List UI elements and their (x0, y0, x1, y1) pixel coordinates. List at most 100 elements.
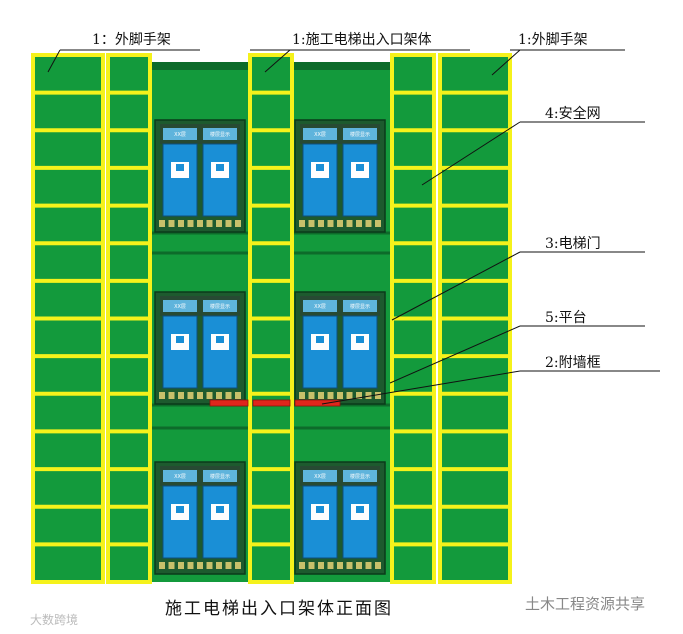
floor-sign-text: XX层 (174, 132, 186, 138)
floor-sign (343, 470, 377, 482)
door-leaf (302, 485, 338, 559)
platform-tread (225, 392, 232, 399)
leader-line (47, 49, 61, 73)
floor-sign-text: 楼层显示 (210, 131, 230, 138)
platform-tread (206, 562, 213, 569)
leader-line (389, 325, 521, 384)
elevator-door: XX层楼层显示 (294, 291, 386, 405)
leader-line (421, 121, 521, 186)
door-leaf (202, 485, 238, 559)
platform-tread (337, 220, 343, 227)
logo-icon (316, 336, 324, 343)
platform-tread (187, 220, 194, 227)
bay-top-band (292, 62, 392, 70)
door-leaf (162, 485, 198, 559)
platform-tread (187, 392, 194, 399)
watermark-left: 大数跨境 (30, 612, 78, 627)
platform-tread (197, 392, 203, 399)
logo-icon (356, 336, 364, 343)
door-leaf (162, 315, 198, 389)
platform-tread (159, 562, 165, 569)
wall-tie (209, 399, 249, 407)
floor-sign-text: XX层 (314, 474, 326, 480)
platform-tread (299, 220, 305, 227)
floor-sign (343, 128, 377, 140)
floor-sign (203, 300, 237, 312)
platform-tread (375, 392, 381, 399)
logo-icon (316, 164, 324, 171)
platform-tread (327, 392, 334, 399)
elevator-door: XX层楼层显示 (154, 461, 246, 575)
floor-sign (163, 300, 197, 312)
elevator-door: XX层 楼层显示 (154, 119, 246, 233)
elevator-door: XX层 楼层显示 (154, 291, 246, 405)
platform-tread (235, 392, 241, 399)
leader-line (264, 49, 291, 73)
label-wall-tie: 2:附墙框 (545, 355, 601, 371)
platform-tread (299, 392, 305, 399)
label-left-scaffold: 1：外脚手架 (92, 32, 171, 48)
platform-tread (178, 562, 184, 569)
door-leaf (162, 143, 198, 217)
door-leaf (302, 143, 338, 217)
floor-sign-text: 楼层显示 (350, 473, 370, 480)
platform-tread (365, 562, 372, 569)
watermark-right: 土木工程资源共享 (525, 595, 645, 613)
door-leaf (342, 485, 378, 559)
platform-tread (225, 220, 232, 227)
floor-sign (303, 470, 337, 482)
floor-sign (303, 128, 337, 140)
logo-icon (176, 164, 184, 171)
platform-tread (299, 562, 305, 569)
logo-icon (216, 506, 224, 513)
wall-tie (294, 399, 341, 407)
platform-tread (365, 220, 372, 227)
platform-tread (356, 392, 362, 399)
platform-tread (178, 392, 184, 399)
floor-sign-text: 楼层显示 (350, 131, 370, 138)
door-leaf (342, 143, 378, 217)
caption: 施工电梯出入口架体正面图 (165, 599, 393, 619)
platform-tread (375, 562, 381, 569)
floor-sign (343, 300, 377, 312)
platform-tread (346, 562, 353, 569)
leader-line (391, 251, 521, 321)
platform-tread (318, 392, 324, 399)
door-leaf (302, 315, 338, 389)
logo-icon (216, 336, 224, 343)
floor-sign-text: XX层 (174, 474, 186, 480)
platform-tread (159, 220, 165, 227)
leader-line (321, 370, 521, 405)
wall-tie (252, 399, 291, 407)
door-leaf (202, 315, 238, 389)
platform-tread (235, 220, 241, 227)
platform-tread (187, 562, 194, 569)
platform-tread (308, 220, 315, 227)
platform-tread (206, 220, 213, 227)
platform-tread (346, 392, 353, 399)
logo-icon (356, 506, 364, 513)
platform-tread (308, 392, 315, 399)
platform-tread (375, 220, 381, 227)
floor-sign (163, 128, 197, 140)
platform-tread (337, 392, 343, 399)
floor-sign (203, 128, 237, 140)
floor-sign-text: XX层 (174, 304, 186, 310)
label-elevator-door: 3:电梯门 (545, 236, 601, 252)
platform-tread (178, 220, 184, 227)
platform-tread (235, 562, 241, 569)
floor-sign-text: 楼层显示 (210, 303, 230, 310)
floor-sign (163, 470, 197, 482)
platform-tread (197, 562, 203, 569)
platform-tread (318, 562, 324, 569)
logo-icon (176, 506, 184, 513)
platform-tread (346, 220, 353, 227)
platform-tread (168, 562, 175, 569)
label-platform: 5:平台 (545, 310, 587, 326)
platform-tread (356, 220, 362, 227)
platform-tread (225, 562, 232, 569)
logo-icon (216, 164, 224, 171)
platform-tread (337, 562, 343, 569)
platform-tread (356, 562, 362, 569)
